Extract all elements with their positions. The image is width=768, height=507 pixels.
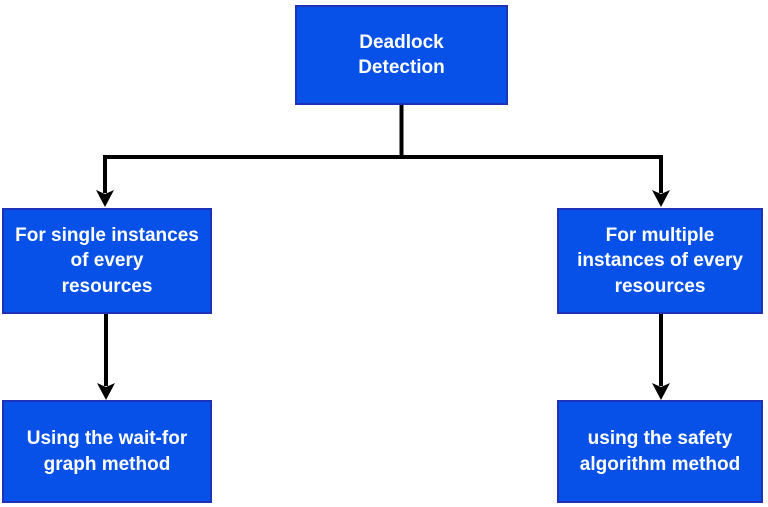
arrowhead-to-waitfor <box>97 383 115 400</box>
node-single-instances: For single instances of every resources <box>2 208 212 314</box>
arrowhead-to-safety <box>652 383 670 400</box>
node-deadlock-detection-label: Deadlock Detection <box>358 31 445 78</box>
node-multiple-instances: For multiple instances of every resource… <box>557 208 763 314</box>
node-multiple-instances-label: For multiple instances of every resource… <box>577 225 743 297</box>
node-safety-algorithm-label: using the safety algorithm method <box>579 428 741 475</box>
arrowhead-to-single <box>96 190 114 207</box>
node-single-instances-label: For single instances of every resources <box>15 225 199 297</box>
node-wait-for-graph-label: Using the wait-for graph method <box>26 428 188 475</box>
node-wait-for-graph: Using the wait-for graph method <box>2 400 212 503</box>
node-deadlock-detection: Deadlock Detection <box>295 5 508 105</box>
arrowhead-to-multiple <box>652 190 670 207</box>
node-safety-algorithm: using the safety algorithm method <box>557 400 763 503</box>
